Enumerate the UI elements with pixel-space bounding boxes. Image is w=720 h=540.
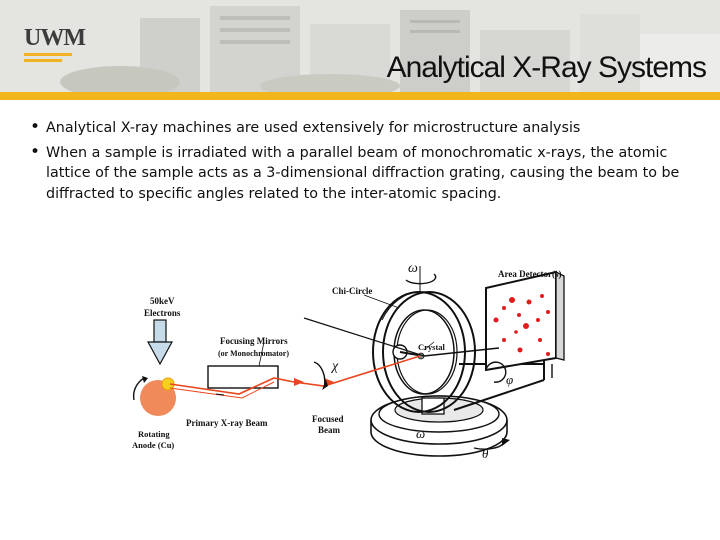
diffracted-beam: [423, 347, 500, 357]
slide-header: UWM Analytical X-Ray Systems: [0, 0, 720, 92]
bullet-list: Analytical X-ray machines are used exten…: [30, 117, 698, 208]
label-chi: χ: [330, 359, 339, 374]
label-primary-beam: Primary X-ray Beam: [186, 418, 268, 428]
area-detector: [485, 270, 565, 372]
label-mirrors-line1: Focusing Mirrors: [220, 336, 288, 346]
omega-top-arrow: [405, 273, 437, 285]
label-focused-line1: Focused: [312, 414, 344, 424]
logo-text: UWM: [24, 25, 86, 51]
header-divider: [0, 92, 720, 100]
label-crystal: Crystal: [418, 342, 446, 352]
electron-gun: [146, 319, 174, 366]
beam-arrow: [294, 378, 304, 386]
label-phi: φ: [506, 372, 513, 387]
goniometer-base: [370, 395, 508, 457]
uwm-logo: UWM: [24, 26, 86, 66]
label-anode-line1: Rotating: [138, 429, 170, 439]
logo-stripe: [24, 53, 72, 56]
page-title: Analytical X-Ray Systems: [386, 51, 707, 84]
label-electrons-line1: 50keV: [150, 296, 175, 306]
phi-rotation-arrow: [485, 361, 507, 383]
label-anode-line2: Anode (Cu): [132, 440, 174, 450]
bullet-item: Analytical X-ray machines are used exten…: [30, 117, 698, 139]
campus-photo-banner: [0, 0, 720, 92]
detector-stand: [453, 354, 553, 411]
label-focused-line2: Beam: [318, 425, 340, 435]
bullet-item: When a sample is irradiated with a paral…: [30, 142, 698, 205]
xray-diffraction-diagram: ω Area Detector(s) Chi-Circle 50keV Elec…: [132, 261, 565, 461]
label-electrons-line2: Electrons: [144, 308, 181, 318]
focusing-mirror: [207, 365, 279, 389]
label-mirrors-line2: (or Monochromator): [218, 349, 289, 358]
label-area-detector: Area Detector(s): [498, 269, 562, 279]
logo-stripe: [24, 59, 62, 62]
incident-line: [303, 317, 425, 357]
label-theta: θ: [482, 446, 489, 461]
diffraction-spots: [493, 294, 550, 356]
anode-rotation-arrow: [132, 377, 145, 401]
label-omega-bottom: ω: [416, 426, 425, 441]
xray-beam: [169, 355, 421, 395]
label-omega-top: ω: [408, 261, 418, 276]
label-chi-circle: Chi-Circle: [332, 286, 372, 296]
